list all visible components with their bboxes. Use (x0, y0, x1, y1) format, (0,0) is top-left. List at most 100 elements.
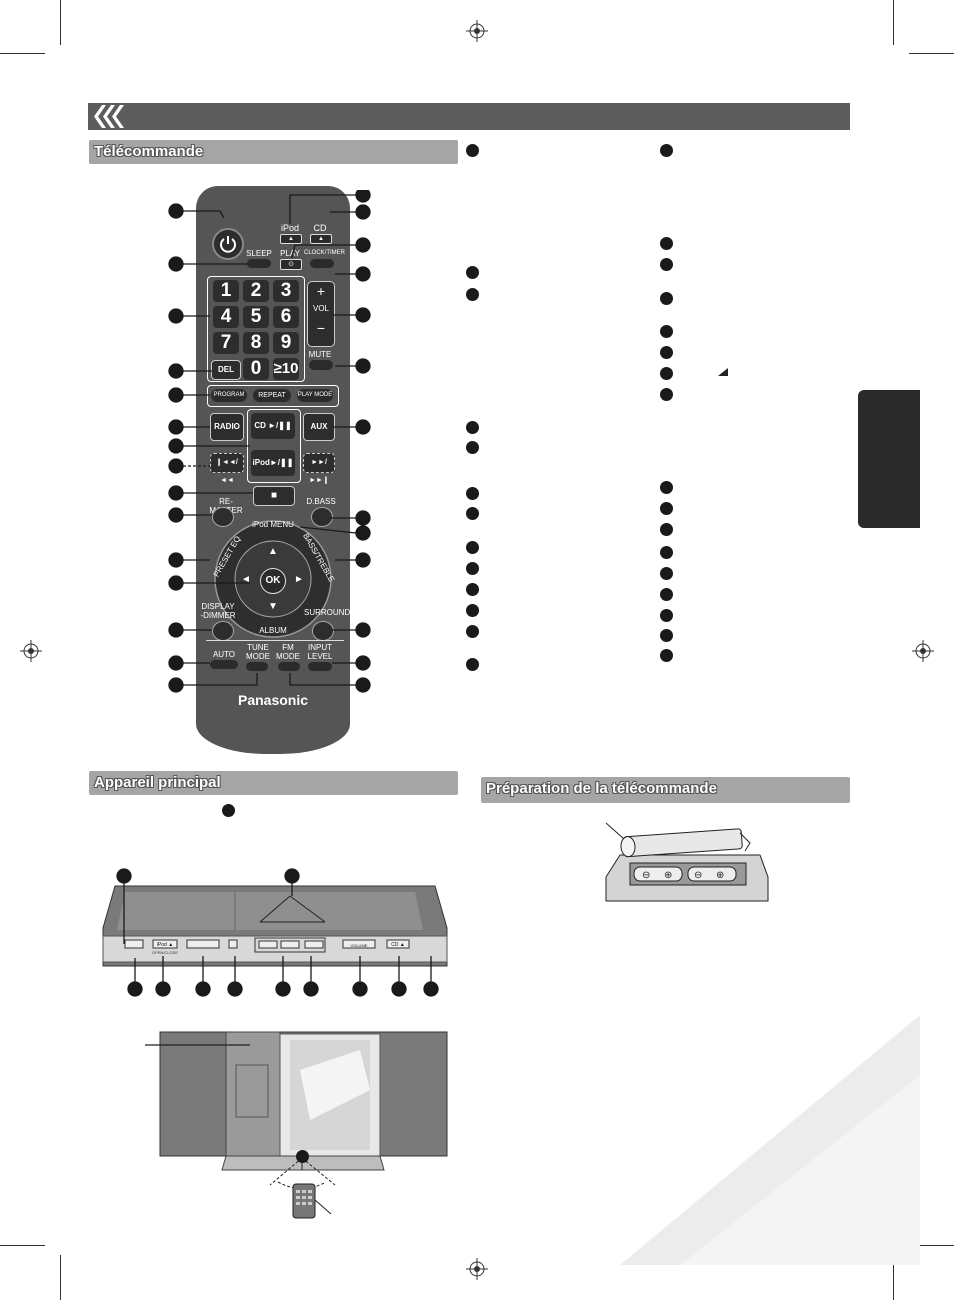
callout-dot (660, 546, 673, 559)
number-key-5[interactable]: 5 (243, 306, 269, 328)
ipod-eject-button[interactable]: ▲ (280, 234, 302, 244)
callout-dot (660, 588, 673, 601)
remote-callouts (168, 190, 371, 693)
svg-text:⊕: ⊕ (664, 870, 672, 881)
dbass-label: D.BASS (306, 497, 336, 506)
volume-plus: + (316, 283, 326, 299)
volume-label: VOL (312, 304, 329, 313)
number-key-2[interactable]: 2 (243, 280, 269, 302)
brand-logo: Panasonic (237, 692, 309, 708)
callout-dot (660, 609, 673, 622)
header-banner (88, 103, 850, 130)
clock-timer-label: CLOCK/TIMER (304, 250, 346, 256)
mute-button[interactable] (309, 360, 333, 370)
down-arrow-icon[interactable]: ▼ (268, 601, 278, 612)
callout-dot (466, 541, 479, 554)
surround-label: SURROUND (304, 608, 351, 617)
callout-dot (466, 507, 479, 520)
remote-divider (206, 640, 344, 641)
callout-dot (466, 625, 479, 638)
number-key-ge10[interactable]: ≥10 (273, 358, 299, 380)
svg-text:⊖: ⊖ (642, 870, 650, 881)
aux-button[interactable]: AUX (303, 413, 335, 441)
sensor-callout-dot (296, 1150, 309, 1163)
svg-text:⊖: ⊖ (694, 870, 702, 881)
svg-text:⊕: ⊕ (716, 870, 724, 881)
callout-dot (660, 481, 673, 494)
radio-button[interactable]: RADIO (210, 413, 244, 441)
callout-dot (466, 266, 479, 279)
main-unit-callouts (116, 868, 439, 997)
number-keypad-group (207, 276, 305, 382)
fm-mode-label: FM MODE (276, 643, 300, 661)
corner-decoration (620, 1015, 920, 1265)
tune-mode-button[interactable] (246, 662, 268, 671)
callout-dot (660, 367, 673, 380)
up-arrow-icon[interactable]: ▲ (268, 546, 278, 557)
ipod-play-pause-button[interactable]: iPod►/❚❚ (251, 450, 295, 476)
callout-dot (466, 421, 479, 434)
number-key-4[interactable]: 4 (213, 306, 239, 328)
callout-dot (660, 629, 673, 642)
right-arrow-icon[interactable]: ► (294, 574, 304, 585)
number-key-6[interactable]: 6 (273, 306, 299, 328)
tune-mode-label: TUNE MODE (246, 643, 270, 661)
cd-play-pause-button[interactable]: CD ►/❚❚ (251, 413, 295, 439)
number-key-0[interactable]: 0 (243, 358, 269, 380)
play-timer-button[interactable]: ⊙ (280, 259, 302, 270)
unit-volume-label: VOLUME (350, 943, 368, 948)
power-button[interactable] (212, 228, 244, 260)
input-level-label: INPUT LEVEL (307, 643, 333, 661)
battery-insertion-diagram: ⊖ ⊕ ⊖ ⊕ (605, 822, 769, 902)
volume-rocker[interactable]: + VOL − (307, 281, 335, 347)
callout-dot (466, 441, 479, 454)
sleep-button[interactable] (247, 259, 271, 268)
callout-dot (660, 388, 673, 401)
ipod-menu-button[interactable]: iPod MENU (252, 520, 294, 529)
dbass-button[interactable] (311, 507, 333, 527)
stop-button[interactable]: ■ (253, 486, 295, 506)
number-key-1[interactable]: 1 (213, 280, 239, 302)
next-skip-button[interactable]: ►►/►►❙ (303, 453, 335, 484)
fm-mode-button[interactable] (278, 662, 300, 671)
program-button[interactable]: PROGRAM (211, 389, 247, 402)
number-key-3[interactable]: 3 (273, 280, 299, 302)
callout-dot (466, 562, 479, 575)
unit-ipod-eject-label: iPod ▲ (156, 942, 174, 948)
callout-dot (660, 292, 673, 305)
mute-label: MUTE (308, 350, 332, 359)
clock-timer-button[interactable] (310, 259, 334, 268)
crop-mark (60, 1255, 61, 1300)
callout-dot (466, 288, 479, 301)
playback-options-group (207, 385, 339, 407)
prep-section-title: Préparation de la télécommande (486, 780, 717, 797)
auto-off-button[interactable] (210, 660, 238, 669)
callout-dot (466, 583, 479, 596)
number-key-8[interactable]: 8 (243, 332, 269, 354)
callout-dot (660, 523, 673, 536)
callout-dot (660, 237, 673, 250)
cd-eject-button[interactable]: ▲ (310, 234, 332, 244)
registration-mark-icon (466, 1258, 488, 1280)
play-mode-button[interactable]: PLAY MODE (297, 389, 333, 402)
prep-section-bar: Préparation de la télécommande (481, 777, 850, 803)
remaster-button[interactable] (212, 507, 234, 527)
prev-skip-button[interactable]: ❙◄◄/◄◄ (210, 453, 244, 484)
number-key-7[interactable]: 7 (213, 332, 239, 354)
input-level-button[interactable] (308, 662, 332, 671)
repeat-button[interactable]: REPEAT (253, 389, 291, 402)
number-key-9[interactable]: 9 (273, 332, 299, 354)
callout-dot (660, 346, 673, 359)
album-label: ALBUM (259, 626, 287, 635)
volume-ramp-icon (718, 368, 728, 376)
left-arrow-icon[interactable]: ◄ (241, 574, 251, 585)
remote-section-bar: Télécommande (89, 140, 458, 164)
main-unit-front (102, 885, 448, 967)
del-button[interactable]: DEL (211, 360, 241, 380)
registration-mark-icon (912, 640, 934, 662)
callout-dot (660, 325, 673, 338)
main-unit-section-bar: Appareil principal (89, 771, 458, 795)
remote-section-title: Télécommande (94, 143, 204, 160)
ok-button[interactable]: OK (260, 568, 286, 594)
play-label: PLAY (280, 249, 300, 258)
